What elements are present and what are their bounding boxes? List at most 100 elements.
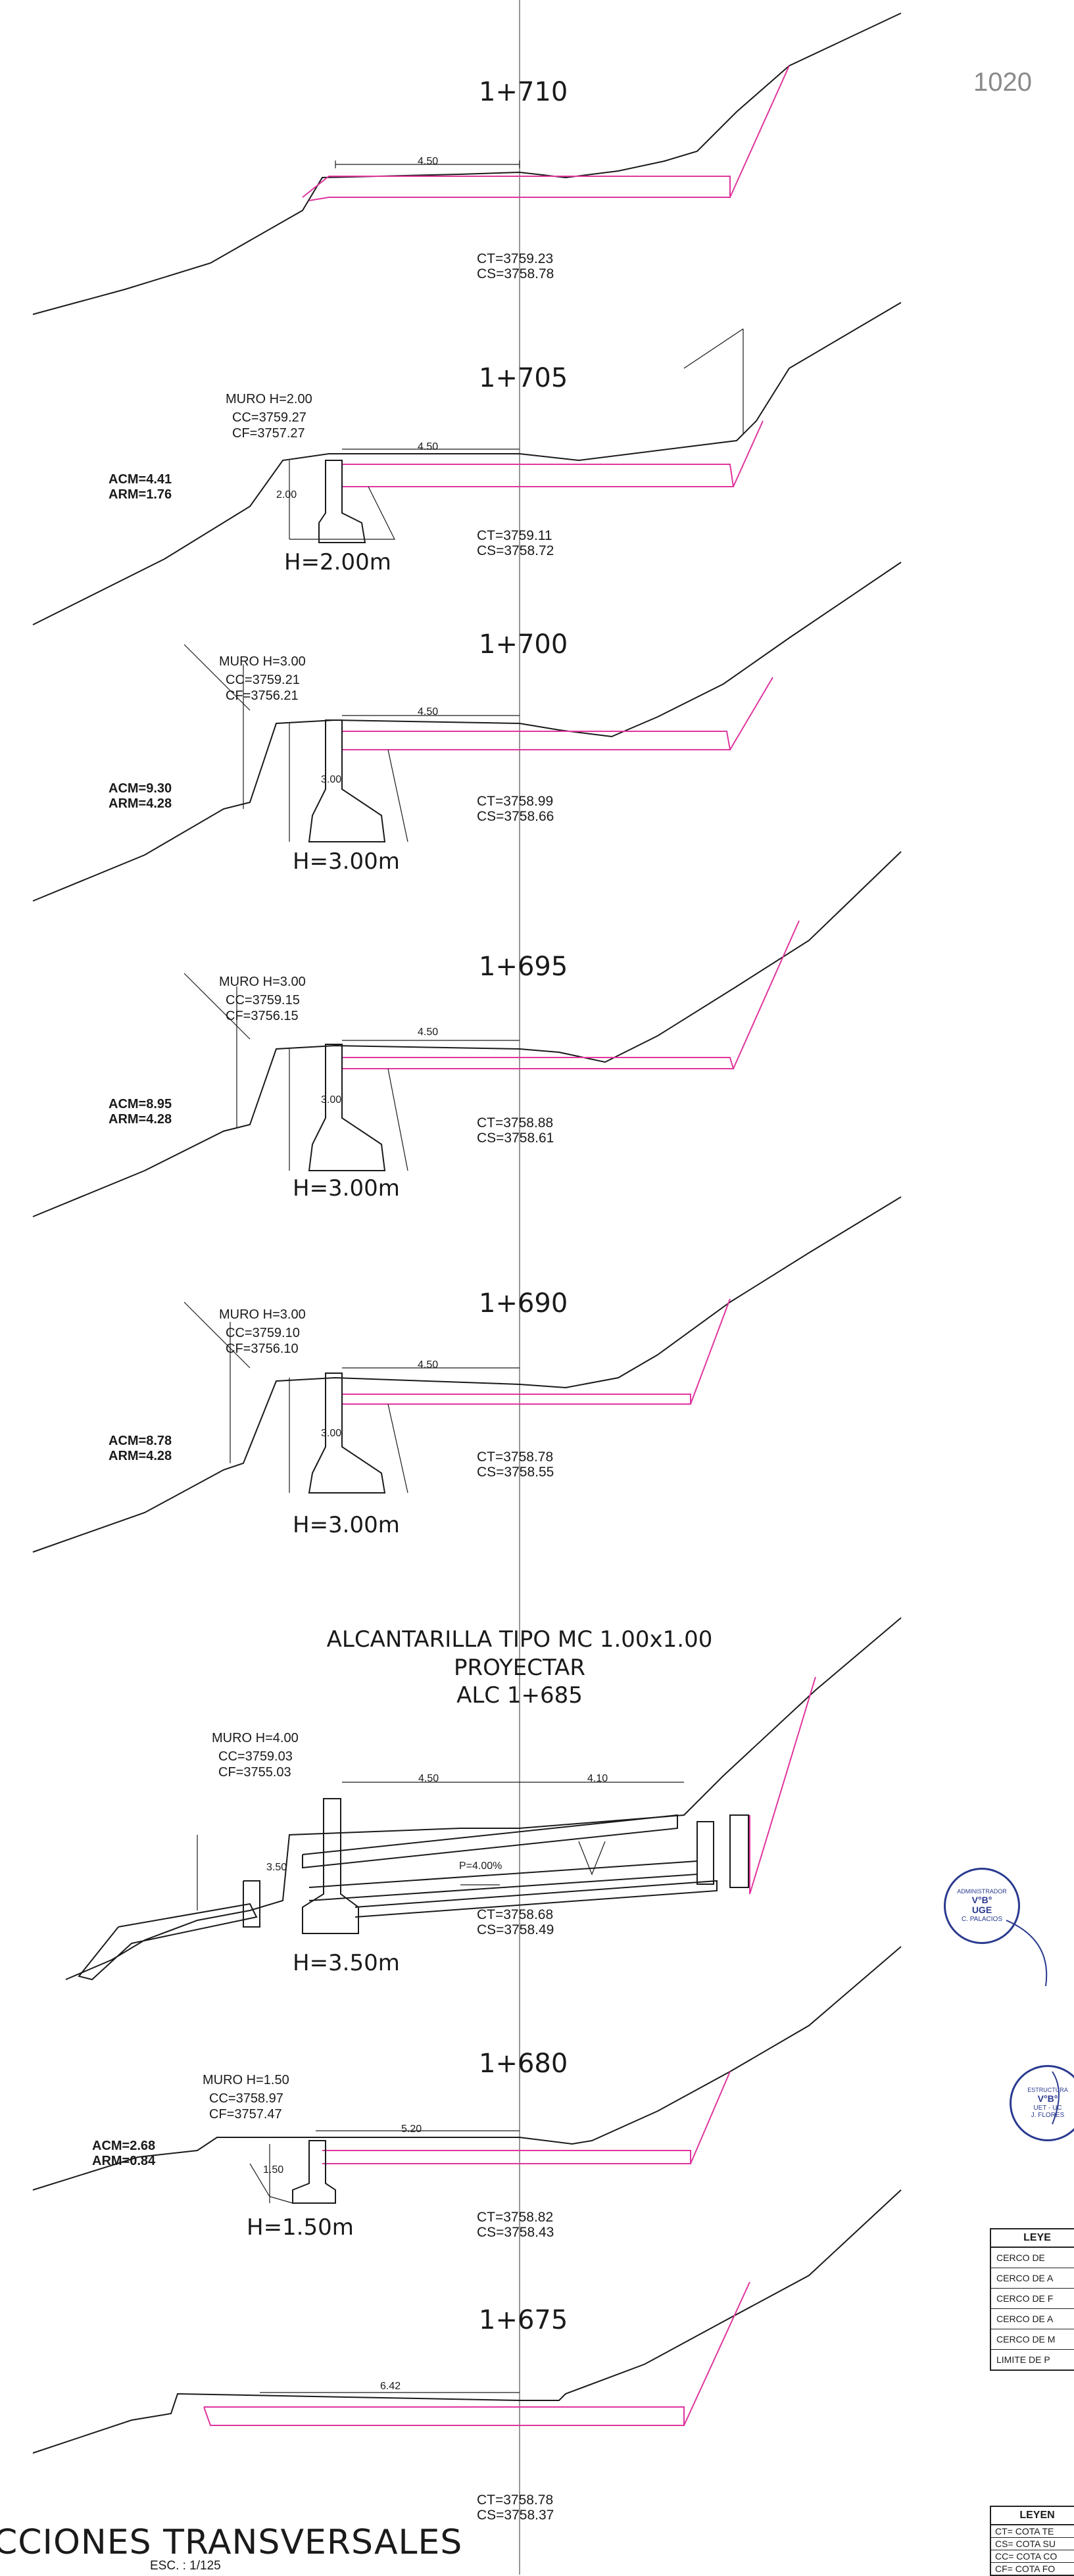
legend-cotas-row: CC= COTA CO (991, 2550, 1074, 2563)
ct-value-1695: CT=3758.88 (477, 1115, 554, 1130)
culvert-title: ALCANTARILLA TIPO MC 1.00x1.00 PROYECTAR… (309, 1626, 730, 1710)
legend-fences-row: CERCO DE M (991, 2329, 1074, 2350)
section-1690-geometry (32, 1196, 902, 1553)
width-dimension-1700: 4.50 (418, 706, 439, 717)
legend-cotas: LEYEN CT= COTA TE CS= COTA SU CC= COTA C… (990, 2506, 1074, 2576)
wall-height-dimension-1705: 2.00 (276, 489, 297, 500)
legend-fences-row: CERCO DE F (991, 2289, 1074, 2309)
station-label-1695: 1+695 (479, 952, 568, 982)
muro-label-1700: MURO H=3.00 (219, 654, 306, 669)
culvert-slope-label: P=4.00% (459, 1860, 502, 1872)
wall-height-label-1705: H=2.00m (284, 549, 391, 575)
wall-height-dimension-1680: 1.50 (263, 2164, 284, 2175)
retaining-wall-1685 (302, 1798, 359, 1934)
arm-value-1705: ARM=1.76 (109, 487, 172, 502)
cc-value-1680: CC=3758.97 (209, 2091, 283, 2106)
ct-value-1700: CT=3758.99 (477, 794, 554, 809)
wall-height-dimension-1690: 3.00 (321, 1428, 342, 1439)
culvert-title-line-1: ALCANTARILLA TIPO MC 1.00x1.00 (326, 1626, 713, 1653)
approval-seal-uge: ADMINISTRADOR V°B° UGE C. PALACIOS (944, 1868, 1020, 1944)
legend-fences-row: CERCO DE A (991, 2268, 1074, 2289)
section-1680-geometry (32, 1946, 902, 2204)
width-dimension-1675: 6.42 (380, 2381, 401, 2392)
retaining-wall-1700 (308, 719, 386, 842)
acm-value-1700: ACM=9.30 (109, 781, 172, 796)
legend-cotas-row: CT= COTA TE (991, 2525, 1074, 2538)
seal-uge-line-1: ADMINISTRADOR (957, 1888, 1007, 1895)
ct-value-1705: CT=3759.11 (477, 528, 552, 543)
seal-uge-line-2: V°B° (971, 1895, 992, 1906)
cf-value-1695: CF=3756.15 (226, 1009, 299, 1023)
wall-height-dimension-1685: 3.50 (266, 1862, 287, 1873)
drawing-scale: ESC. : 1/125 (150, 2559, 221, 2573)
section-1675-geometry (32, 2189, 902, 2454)
acm-value-1690: ACM=8.78 (109, 1434, 172, 1448)
station-label-1700: 1+700 (479, 629, 568, 660)
cf-value-1705: CF=3757.27 (232, 426, 305, 441)
section-1695-geometry (32, 851, 902, 1217)
acm-value-1680: ACM=2.68 (92, 2139, 156, 2153)
wall-height-dimension-1700: 3.00 (321, 774, 342, 785)
legend-cotas-row: CS= COTA SU (991, 2538, 1074, 2550)
wall-height-label-1685: H=3.50m (293, 1950, 400, 1976)
ct-value-1680: CT=3758.82 (477, 2210, 554, 2225)
cf-value-1680: CF=3757.47 (209, 2107, 282, 2122)
muro-label-1680: MURO H=1.50 (203, 2073, 289, 2087)
cs-value-1700: CS=3758.66 (477, 809, 554, 824)
ct-value-1690: CT=3758.78 (477, 1449, 554, 1465)
cf-value-1685: CF=3755.03 (218, 1765, 291, 1780)
cc-value-1705: CC=3759.27 (232, 410, 306, 425)
acm-value-1695: ACM=8.95 (109, 1097, 172, 1111)
arm-value-1680: ARM=0.84 (92, 2154, 156, 2168)
cc-value-1700: CC=3759.21 (226, 673, 300, 687)
width-dimension-1690: 4.50 (418, 1359, 439, 1371)
station-label-1690: 1+690 (479, 1288, 568, 1319)
retaining-wall-1705 (318, 460, 366, 543)
legend-cotas-row: CF= COTA FO (995, 2564, 1056, 2574)
station-label-1680: 1+680 (479, 2049, 568, 2079)
legend-cotas-header: LEYEN (991, 2507, 1074, 2525)
section-1685-geometry (65, 1617, 902, 1981)
seal-uge-line-4: C. PALACIOS (961, 1915, 1003, 1923)
cs-value-1705: CS=3758.72 (477, 543, 554, 558)
culvert-title-line-2: PROYECTAR (453, 1654, 586, 1681)
width-dimension-1710: 4.50 (418, 156, 439, 167)
station-label-1710: 1+710 (479, 77, 568, 107)
retaining-wall-1695 (308, 1044, 386, 1171)
seal-uet-line-1: ESTRUCTURA (1027, 2087, 1068, 2094)
wall-height-label-1695: H=3.00m (293, 1175, 400, 1202)
width-dimension-1685-right: 4.10 (587, 1773, 608, 1784)
cc-value-1690: CC=3759.10 (226, 1326, 300, 1340)
ct-value-1710: CT=3759.23 (477, 251, 554, 266)
retaining-wall-1680 (292, 2140, 336, 2204)
cs-value-1695: CS=3758.61 (477, 1130, 554, 1146)
arm-value-1690: ARM=4.28 (109, 1449, 172, 1463)
seal-uet-line-3: UET - UC (1033, 2104, 1062, 2112)
width-dimension-1685-left: 4.50 (418, 1773, 439, 1784)
legend-fences-row: CERCO DE A (991, 2309, 1074, 2329)
cs-value-1675: CS=3758.37 (477, 2508, 554, 2523)
cf-value-1700: CF=3756.21 (226, 689, 299, 703)
seal-uet-line-2: V°B° (1037, 2093, 1058, 2104)
arm-value-1695: ARM=4.28 (109, 1112, 172, 1127)
width-dimension-1705: 4.50 (418, 441, 439, 452)
muro-label-1690: MURO H=3.00 (219, 1307, 306, 1322)
wall-height-label-1700: H=3.00m (293, 848, 400, 875)
cs-value-1685: CS=3758.49 (477, 1922, 554, 1937)
legend-fences: LEYE CERCO DE CERCO DE A CERCO DE F CERC… (990, 2228, 1074, 2371)
cs-value-1690: CS=3758.55 (477, 1465, 554, 1480)
wall-height-dimension-1695: 3.00 (321, 1094, 342, 1106)
culvert-title-line-3: ALC 1+685 (456, 1682, 583, 1709)
ct-value-1685: CT=3758.68 (477, 1907, 554, 1922)
seal-uge-line-3: UGE (971, 1905, 992, 1916)
ct-value-1675: CT=3758.78 (477, 2492, 554, 2508)
drawing-title: CCIONES TRANSVERSALES (0, 2523, 463, 2562)
wall-height-label-1690: H=3.00m (293, 1512, 400, 1538)
section-1710-geometry (32, 12, 902, 315)
width-dimension-1695: 4.50 (418, 1027, 439, 1038)
wall-height-label-1680: H=1.50m (247, 2214, 354, 2241)
approval-seal-uet: ESTRUCTURA V°B° UET - UC J. FLORES (1010, 2065, 1074, 2141)
acm-value-1705: ACM=4.41 (109, 472, 172, 487)
seal-uet-line-4: J. FLORES (1031, 2111, 1065, 2119)
station-label-1675: 1+675 (479, 2305, 568, 2335)
